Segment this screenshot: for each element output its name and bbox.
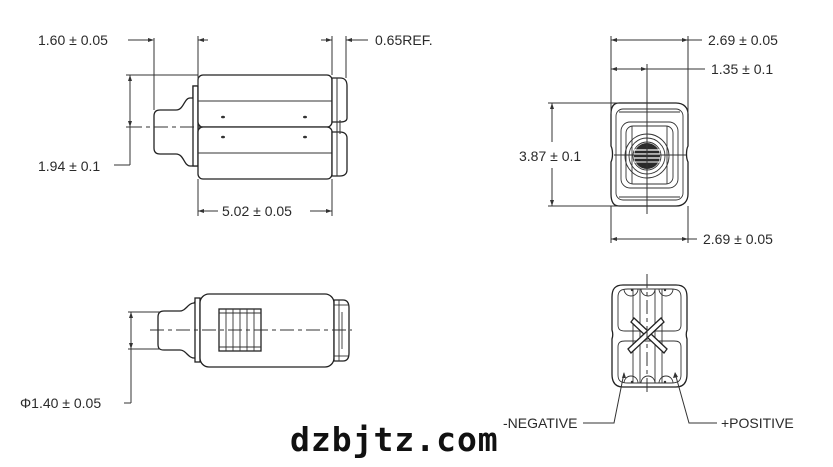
- dim-center-offset: 1.35 ± 0.1: [711, 61, 773, 77]
- dim-half-height: 1.94 ± 0.1: [38, 158, 100, 174]
- end-cap-lower: [331, 131, 348, 177]
- positive-leader: [674, 372, 717, 424]
- dim-width-bottom: 2.69 ± 0.05: [703, 231, 773, 247]
- end-cap-upper: [331, 77, 348, 123]
- top-view: Φ1.40 ± 0.05: [20, 293, 352, 411]
- dim-width-top: 2.69 ± 0.05: [708, 32, 778, 48]
- dim-body-length: 5.02 ± 0.05: [222, 203, 292, 219]
- dim-tip-length: 1.60 ± 0.05: [38, 32, 108, 48]
- terminal-view: -NEGATIVE +POSITIVE: [503, 274, 794, 431]
- label-negative: -NEGATIVE: [503, 415, 577, 431]
- watermark: dzbjtz.com: [290, 420, 499, 459]
- dim-height: 3.87 ± 0.1: [519, 148, 581, 164]
- dim-tip-diameter: Φ1.40 ± 0.05: [20, 395, 101, 411]
- dim-ref-cap: 0.65REF.: [375, 32, 433, 48]
- pin-tip-top: [157, 298, 201, 359]
- label-positive: +POSITIVE: [721, 415, 794, 431]
- end-view: 2.69 ± 0.05 1.35 ± 0.1 3.87 ± 0.1 2.69 ±…: [519, 32, 778, 247]
- contact-diagonal-2: [627, 317, 665, 354]
- flange: [192, 85, 199, 167]
- pin-tip: [153, 85, 199, 167]
- negative-leader: [583, 372, 625, 424]
- side-view: 1.60 ± 0.05 0.65REF. 1.94 ± 0.1 5.02 ± 0…: [38, 32, 433, 219]
